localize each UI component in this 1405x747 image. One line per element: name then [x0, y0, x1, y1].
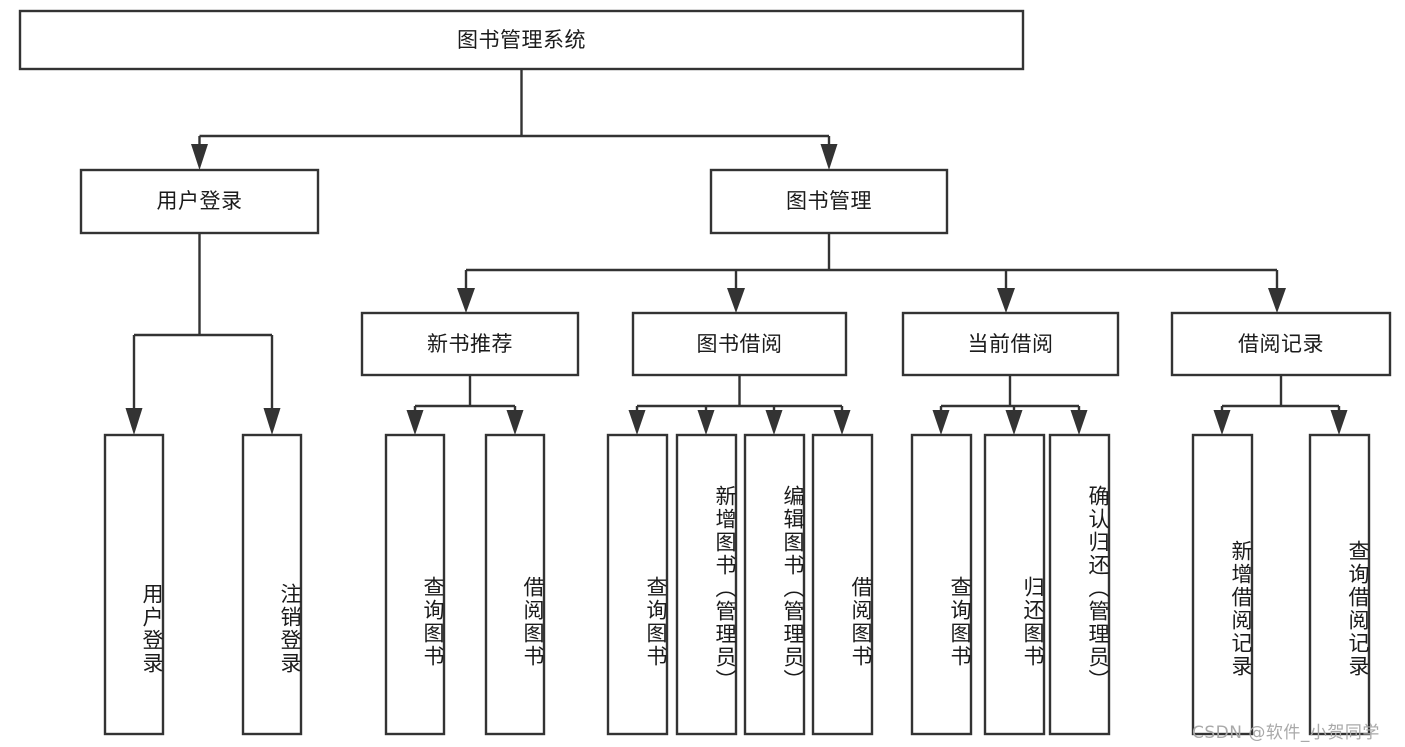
book-manage-box[interactable] [709, 168, 949, 235]
leaf-borrow-book-2-box[interactable] [811, 433, 874, 736]
new-book-recommend-box[interactable] [360, 311, 580, 377]
node-current-borrow[interactable]: 当前借阅 [901, 311, 1120, 377]
leaf-confirm-return-box[interactable] [1048, 433, 1111, 736]
book-manage-label: 图书管理 [786, 189, 872, 213]
node-root[interactable]: 图书管理系统 [18, 9, 1025, 71]
book-borrow-label: 图书借阅 [697, 332, 783, 356]
root-box[interactable] [18, 9, 1025, 71]
arrowhead-leaf-user-login [125, 408, 143, 435]
arrowhead-leaf-borrow-book-2 [833, 410, 851, 435]
book-borrow-box[interactable] [631, 311, 848, 377]
csdn-watermark: CSDN @软件_小贺同学 [1192, 723, 1380, 743]
arrowhead-leaf-query-record [1330, 410, 1348, 435]
leaf-user-login-box[interactable] [103, 433, 165, 736]
leaf-boxes-group [103, 433, 1371, 736]
arrowhead-current-borrow [997, 288, 1015, 313]
arrowhead-book-borrow [727, 288, 745, 313]
arrowhead-leaf-borrow-book-1 [506, 410, 524, 435]
leaf-logout-login-box[interactable] [241, 433, 303, 736]
arrowhead-leaf-return-book [1005, 410, 1023, 435]
user-login-label: 用户登录 [157, 189, 243, 213]
user-login-box[interactable] [79, 168, 320, 235]
arrowhead-leaf-query-book-2 [628, 410, 646, 435]
arrowhead-borrow-record [1268, 288, 1286, 313]
node-borrow-record[interactable]: 借阅记录 [1170, 311, 1392, 377]
leaf-query-book-3-box[interactable] [910, 433, 973, 736]
arrowhead-leaf-query-book-1 [406, 410, 424, 435]
new-book-recommend-label: 新书推荐 [427, 332, 513, 356]
arrowhead-new-book-recommend [457, 288, 475, 313]
arrowhead-leaf-confirm-return [1070, 410, 1088, 435]
leaf-add-record-box[interactable] [1191, 433, 1254, 736]
arrowhead-leaf-add-record [1213, 410, 1231, 435]
leaf-borrow-book-1-box[interactable] [484, 433, 546, 736]
leaf-add-book-box[interactable] [675, 433, 738, 736]
node-new-book-recommend[interactable]: 新书推荐 [360, 311, 580, 377]
root-label: 图书管理系统 [457, 28, 586, 52]
leaf-query-book-1-box[interactable] [384, 433, 446, 736]
arrowhead-user-login [191, 144, 208, 170]
node-user-login[interactable]: 用户登录 [79, 168, 320, 235]
current-borrow-label: 当前借阅 [968, 332, 1054, 356]
arrowhead-leaf-edit-book [765, 410, 783, 435]
leaf-edit-book-box[interactable] [743, 433, 806, 736]
borrow-record-box[interactable] [1170, 311, 1392, 377]
arrowhead-leaf-logout-login [263, 408, 281, 435]
leaf-query-record-box[interactable] [1308, 433, 1371, 736]
current-borrow-box[interactable] [901, 311, 1120, 377]
node-book-manage[interactable]: 图书管理 [709, 168, 949, 235]
arrowhead-leaf-query-book-3 [932, 410, 950, 435]
borrow-record-label: 借阅记录 [1238, 332, 1324, 356]
node-book-borrow[interactable]: 图书借阅 [631, 311, 848, 377]
leaf-query-book-2-box[interactable] [606, 433, 669, 736]
arrowhead-book-manage [820, 144, 838, 170]
leaf-return-book-box[interactable] [983, 433, 1046, 736]
arrowhead-leaf-add-book [697, 410, 715, 435]
connectors-group [125, 69, 1348, 435]
